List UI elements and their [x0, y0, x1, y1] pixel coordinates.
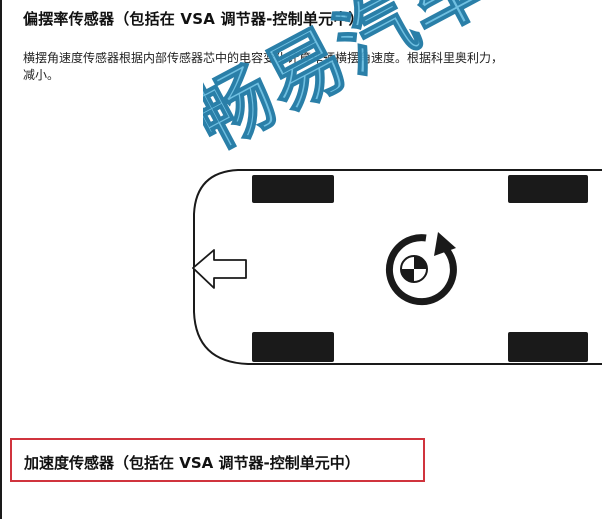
vehicle-yaw-diagram — [192, 169, 602, 365]
wheel-front-right — [252, 332, 334, 362]
heading-yaw-rate-sensor: 偏摆率传感器（包括在 VSA 调节器-控制单元中） — [23, 10, 364, 28]
page-left-border — [0, 0, 2, 519]
forward-arrow-icon — [192, 249, 247, 289]
wheel-rear-left — [508, 175, 588, 203]
yaw-rate-description: 横摆角速度传感器根据内部传感器芯中的电容变化计算车辆横摆角速度。根据科里奥利力，… — [23, 50, 598, 84]
heading-acceleration-sensor: 加速度传感器（包括在 VSA 调节器-控制单元中） — [24, 454, 360, 472]
car-body-outline — [193, 169, 602, 365]
wheel-front-left — [252, 175, 334, 203]
wheel-rear-right — [508, 332, 588, 362]
paragraph-line-2: 减小。 — [23, 68, 60, 82]
highlight-box — [10, 438, 425, 482]
paragraph-line-1: 横摆角速度传感器根据内部传感器芯中的电容变化计算车辆横摆角速度。根据科里奥利力， — [23, 51, 504, 65]
yaw-rotation-icon — [385, 232, 457, 306]
